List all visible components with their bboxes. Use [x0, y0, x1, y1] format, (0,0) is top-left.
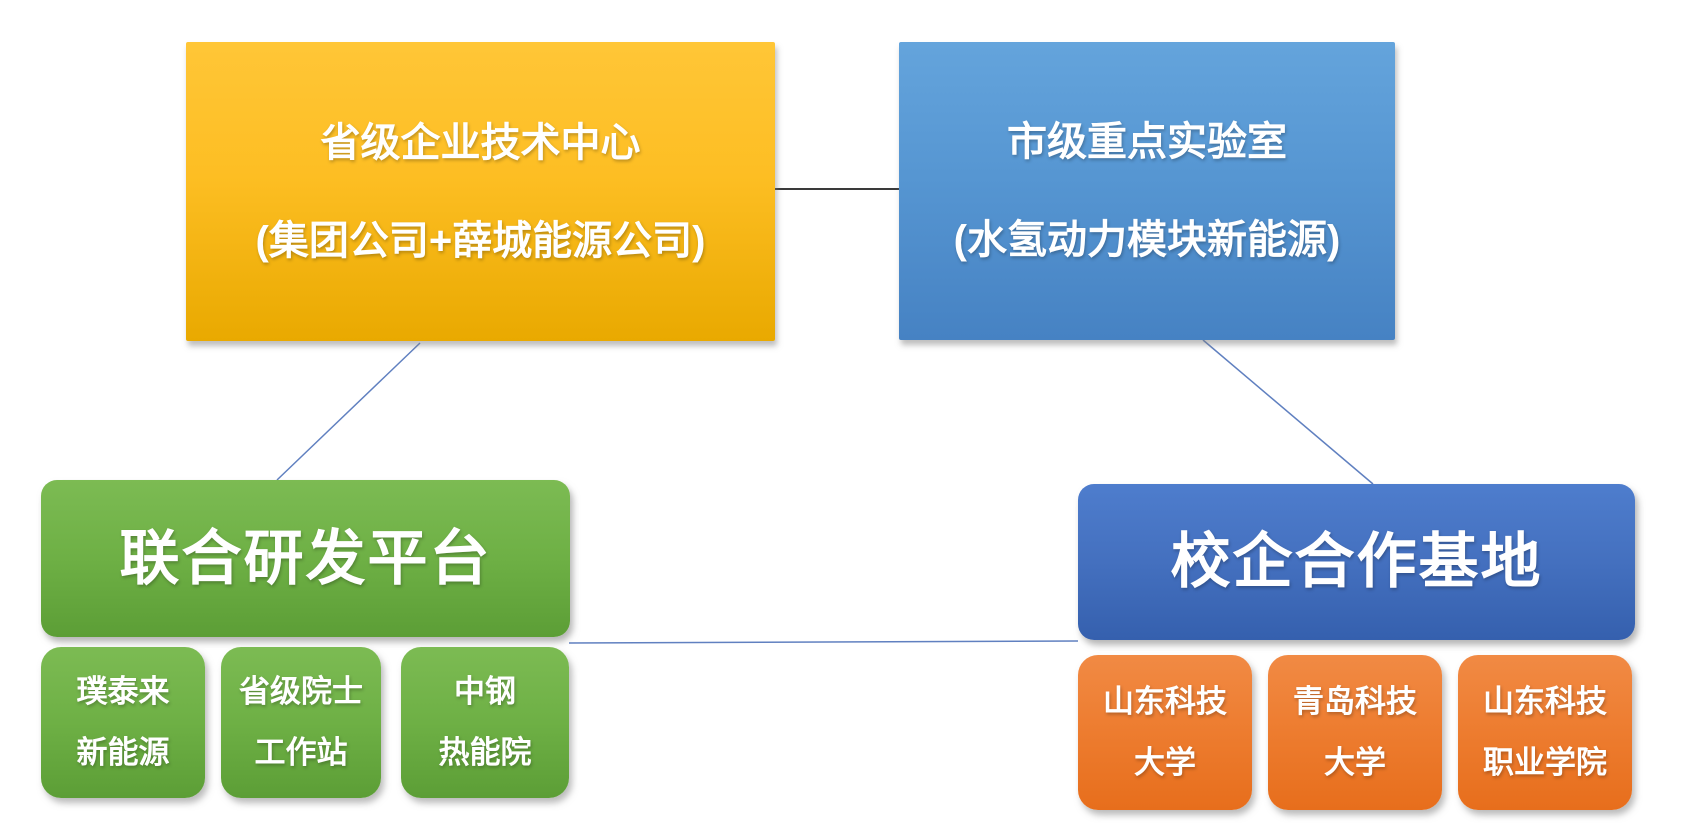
node-title: 校企合作基地	[1170, 528, 1543, 595]
node-line1: 山东科技	[1483, 684, 1607, 720]
connector-keylab-schoolbase	[1202, 339, 1374, 485]
node-school-sdust: 山东科技 大学	[1078, 655, 1252, 810]
node-title: 市级重点实验室	[1007, 120, 1287, 164]
node-title: 省级企业技术中心	[320, 120, 641, 165]
node-subtitle: (水氢动力模块新能源)	[953, 218, 1341, 262]
node-rd-partner-sinosteel: 中钢 热能院	[401, 647, 569, 798]
node-line1: 中钢	[454, 674, 516, 710]
node-line2: 职业学院	[1483, 744, 1607, 780]
node-line1: 璞泰来	[76, 674, 170, 710]
node-school-enterprise-base: 校企合作基地	[1078, 484, 1635, 640]
node-city-key-lab: 市级重点实验室 (水氢动力模块新能源)	[899, 42, 1395, 340]
node-rd-partner-academician-station: 省级院士 工作站	[221, 647, 381, 798]
node-line2: 大学	[1324, 744, 1386, 780]
connector-techcenter-jointrd	[276, 342, 421, 481]
node-line2: 新能源	[76, 734, 170, 770]
node-school-qust: 青岛科技 大学	[1268, 655, 1442, 810]
node-rd-partner-putailai: 璞泰来 新能源	[41, 647, 205, 798]
node-line1: 省级院士	[239, 674, 363, 710]
node-subtitle: (集团公司+薛城能源公司)	[255, 218, 706, 263]
node-line2: 大学	[1134, 744, 1196, 780]
node-line1: 山东科技	[1103, 684, 1227, 720]
node-joint-rd-platform: 联合研发平台	[41, 480, 570, 637]
node-line2: 工作站	[254, 734, 348, 770]
connector-jointrd-schoolbase	[568, 640, 1079, 644]
node-line2: 热能院	[438, 734, 532, 770]
node-provincial-tech-center: 省级企业技术中心 (集团公司+薛城能源公司)	[186, 42, 775, 341]
node-title: 联合研发平台	[119, 524, 492, 592]
node-school-sd-vocational: 山东科技 职业学院	[1458, 655, 1632, 810]
node-line1: 青岛科技	[1293, 684, 1417, 720]
